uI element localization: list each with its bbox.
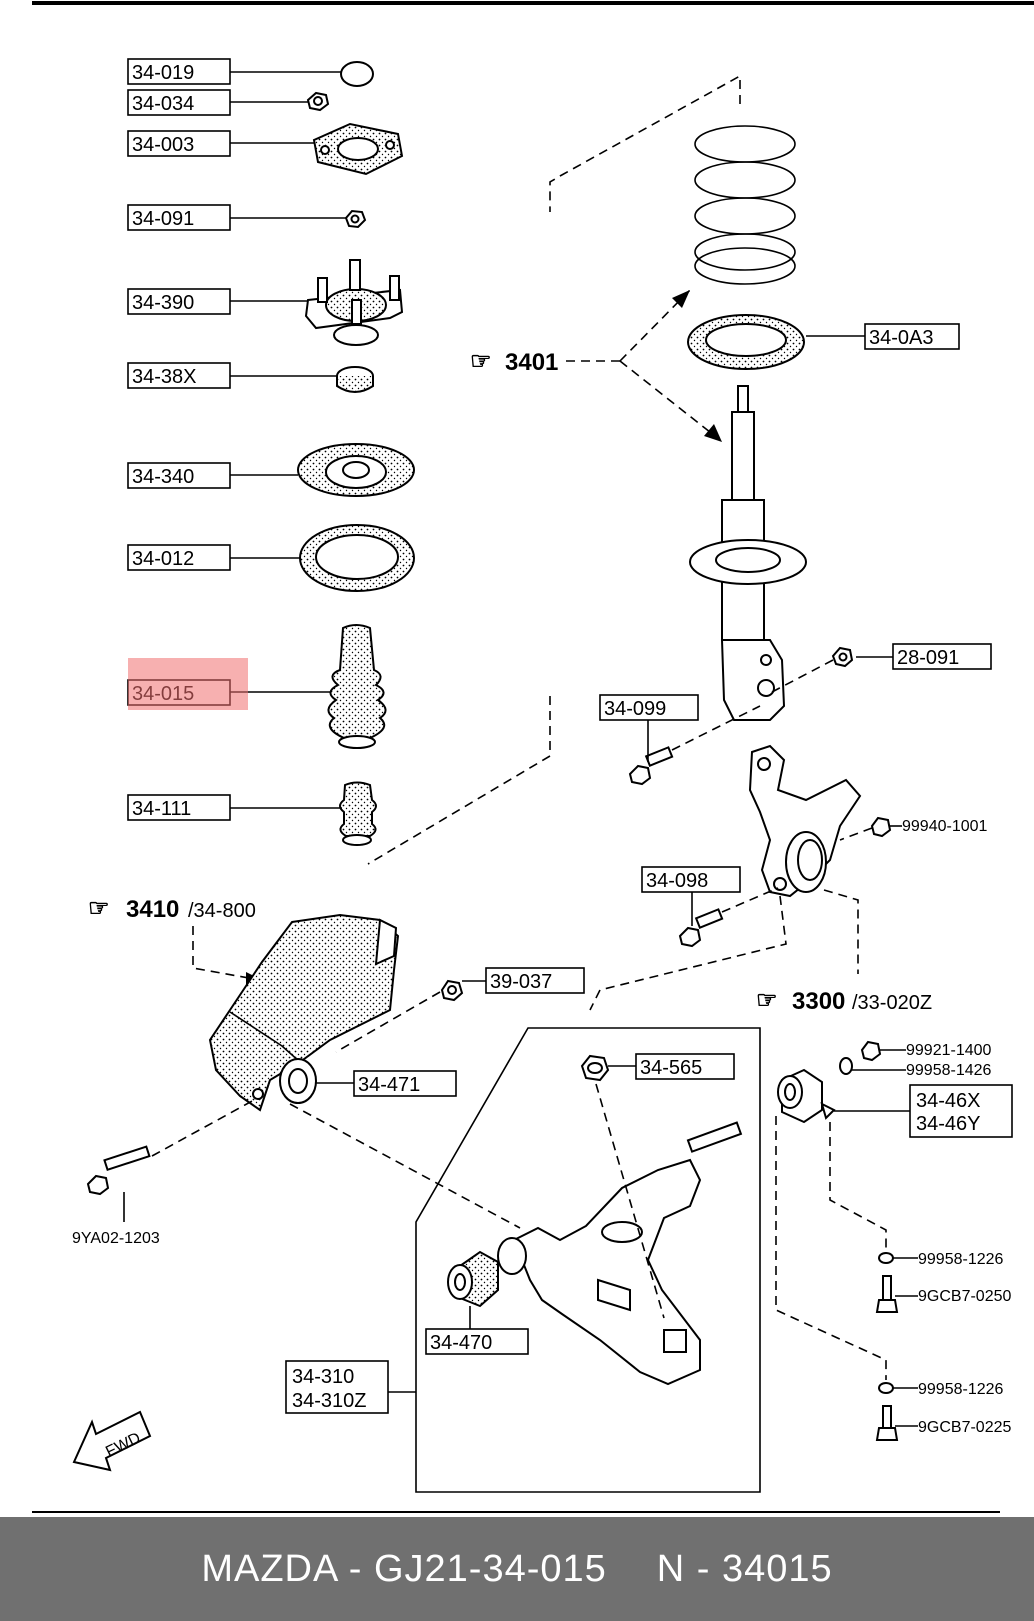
label-34-310: 34-310 (292, 1366, 354, 1388)
ref-3401-label: 3401 (505, 349, 558, 376)
coil-spring (694, 125, 796, 285)
part-28-091-nut (831, 646, 854, 668)
label-34-019: 34-019 (132, 62, 194, 84)
part-34-0A3-seat (687, 314, 805, 370)
leader-99958-1226-b (775, 1116, 887, 1380)
lower-control-arm (497, 1121, 743, 1386)
part-34-015-bellows (327, 624, 387, 749)
label-34-38X: 34-38X (132, 366, 197, 388)
part-9GCB7-0225-bolt (875, 1405, 899, 1441)
label-34-012: 34-012 (132, 548, 194, 570)
part-34-46X-bushing (777, 1068, 836, 1124)
arm-group-outline (415, 1027, 761, 1493)
part-9YA02-1203-bolt (86, 1145, 151, 1196)
label-34-310Z: 34-310Z (292, 1390, 367, 1412)
ref-3300-sub: /33-020Z (852, 992, 932, 1014)
label-34-091: 34-091 (132, 208, 194, 230)
part-34-099-bolt (628, 746, 674, 786)
bracket-3401-lower (367, 696, 551, 865)
label-34-46Y: 34-46Y (916, 1113, 981, 1135)
svg-text:☞: ☞ (470, 348, 492, 375)
label-99940-1001: 99940-1001 (902, 818, 988, 835)
ref-3300-label: 3300 (792, 988, 845, 1015)
label-9YA02-1203: 9YA02-1203 (72, 1230, 160, 1247)
part-34-003-gasket (312, 122, 404, 176)
part-34-470-bushing (447, 1250, 499, 1308)
part-34-091-nut (344, 209, 367, 229)
part-99958-1426-washer (839, 1057, 853, 1075)
label-99958-1226-b: 99958-1226 (918, 1381, 1004, 1398)
label-box-34-0A3 (864, 323, 960, 350)
label-34-099: 34-099 (604, 698, 666, 720)
part-number-footer: MAZDA - GJ21-34-015 N - 34015 (0, 1517, 1034, 1621)
part-34-019-cap (340, 61, 374, 87)
part-34-111-bumpstop (339, 781, 377, 846)
part-34-38X-bushing (336, 366, 374, 393)
label-34-003: 34-003 (132, 134, 194, 156)
part-99958-1226-washer-b (878, 1382, 894, 1394)
label-9GCB7-0225: 9GCB7-0225 (918, 1419, 1011, 1436)
label-34-470: 34-470 (430, 1332, 492, 1354)
bracket-3401-upper (549, 74, 741, 212)
part-9GCB7-0250-bolt (875, 1275, 899, 1313)
label-39-037: 39-037 (490, 971, 552, 993)
svg-text:☞: ☞ (88, 895, 110, 922)
fwd-arrow-icon: FWD (72, 1410, 152, 1472)
exploded-parts-diagram: 34-019 34-034 34-003 34-091 34-390 34-38… (32, 1, 1034, 1513)
label-34-565: 34-565 (640, 1057, 702, 1079)
label-34-471: 34-471 (358, 1074, 420, 1096)
steering-knuckle (748, 744, 862, 898)
label-99958-1226-a: 99958-1226 (918, 1251, 1004, 1268)
crossmember (208, 913, 400, 1112)
part-34-340-seat (297, 443, 415, 497)
highlight-34-015 (128, 658, 248, 710)
label-28-091: 28-091 (897, 647, 959, 669)
part-39-037-nut (440, 979, 464, 1002)
label-34-46X: 34-46X (916, 1090, 981, 1112)
label-34-098: 34-098 (646, 870, 708, 892)
ref-3410-sub: /34-800 (188, 900, 256, 922)
leader-99958-1226-a (829, 1122, 887, 1250)
part-99921-1400-nut (860, 1040, 882, 1062)
ref-3410-label: 3410 (126, 896, 179, 923)
ref-3401: ☞ 3401 (470, 289, 722, 442)
label-99921-1400: 99921-1400 (906, 1042, 992, 1059)
part-99940-1001-nut (870, 816, 892, 838)
part-34-390-mount (304, 259, 404, 346)
ref-3300: ☞ 3300 /33-020Z (589, 889, 932, 1015)
label-34-0A3: 34-0A3 (869, 327, 934, 349)
alt-number-text: N - 34015 (656, 1547, 833, 1590)
part-number-text: MAZDA - GJ21-34-015 (201, 1547, 607, 1590)
part-34-012-ring (299, 524, 415, 592)
part-99958-1226-washer-a (878, 1252, 894, 1264)
label-99958-1426: 99958-1426 (906, 1062, 992, 1079)
ref-3410: ☞ 3410 /34-800 (88, 895, 262, 988)
label-34-111: 34-111 (132, 798, 191, 820)
label-34-034: 34-034 (132, 93, 194, 115)
svg-text:☞: ☞ (756, 987, 778, 1014)
part-34-098-bolt (678, 908, 724, 948)
label-9GCB7-0250: 9GCB7-0250 (918, 1288, 1011, 1305)
label-34-340: 34-340 (132, 466, 194, 488)
label-34-390: 34-390 (132, 292, 194, 314)
strut-shock-absorber (689, 385, 807, 721)
part-34-565-nut (580, 1054, 610, 1082)
part-34-034-nut (306, 91, 330, 112)
